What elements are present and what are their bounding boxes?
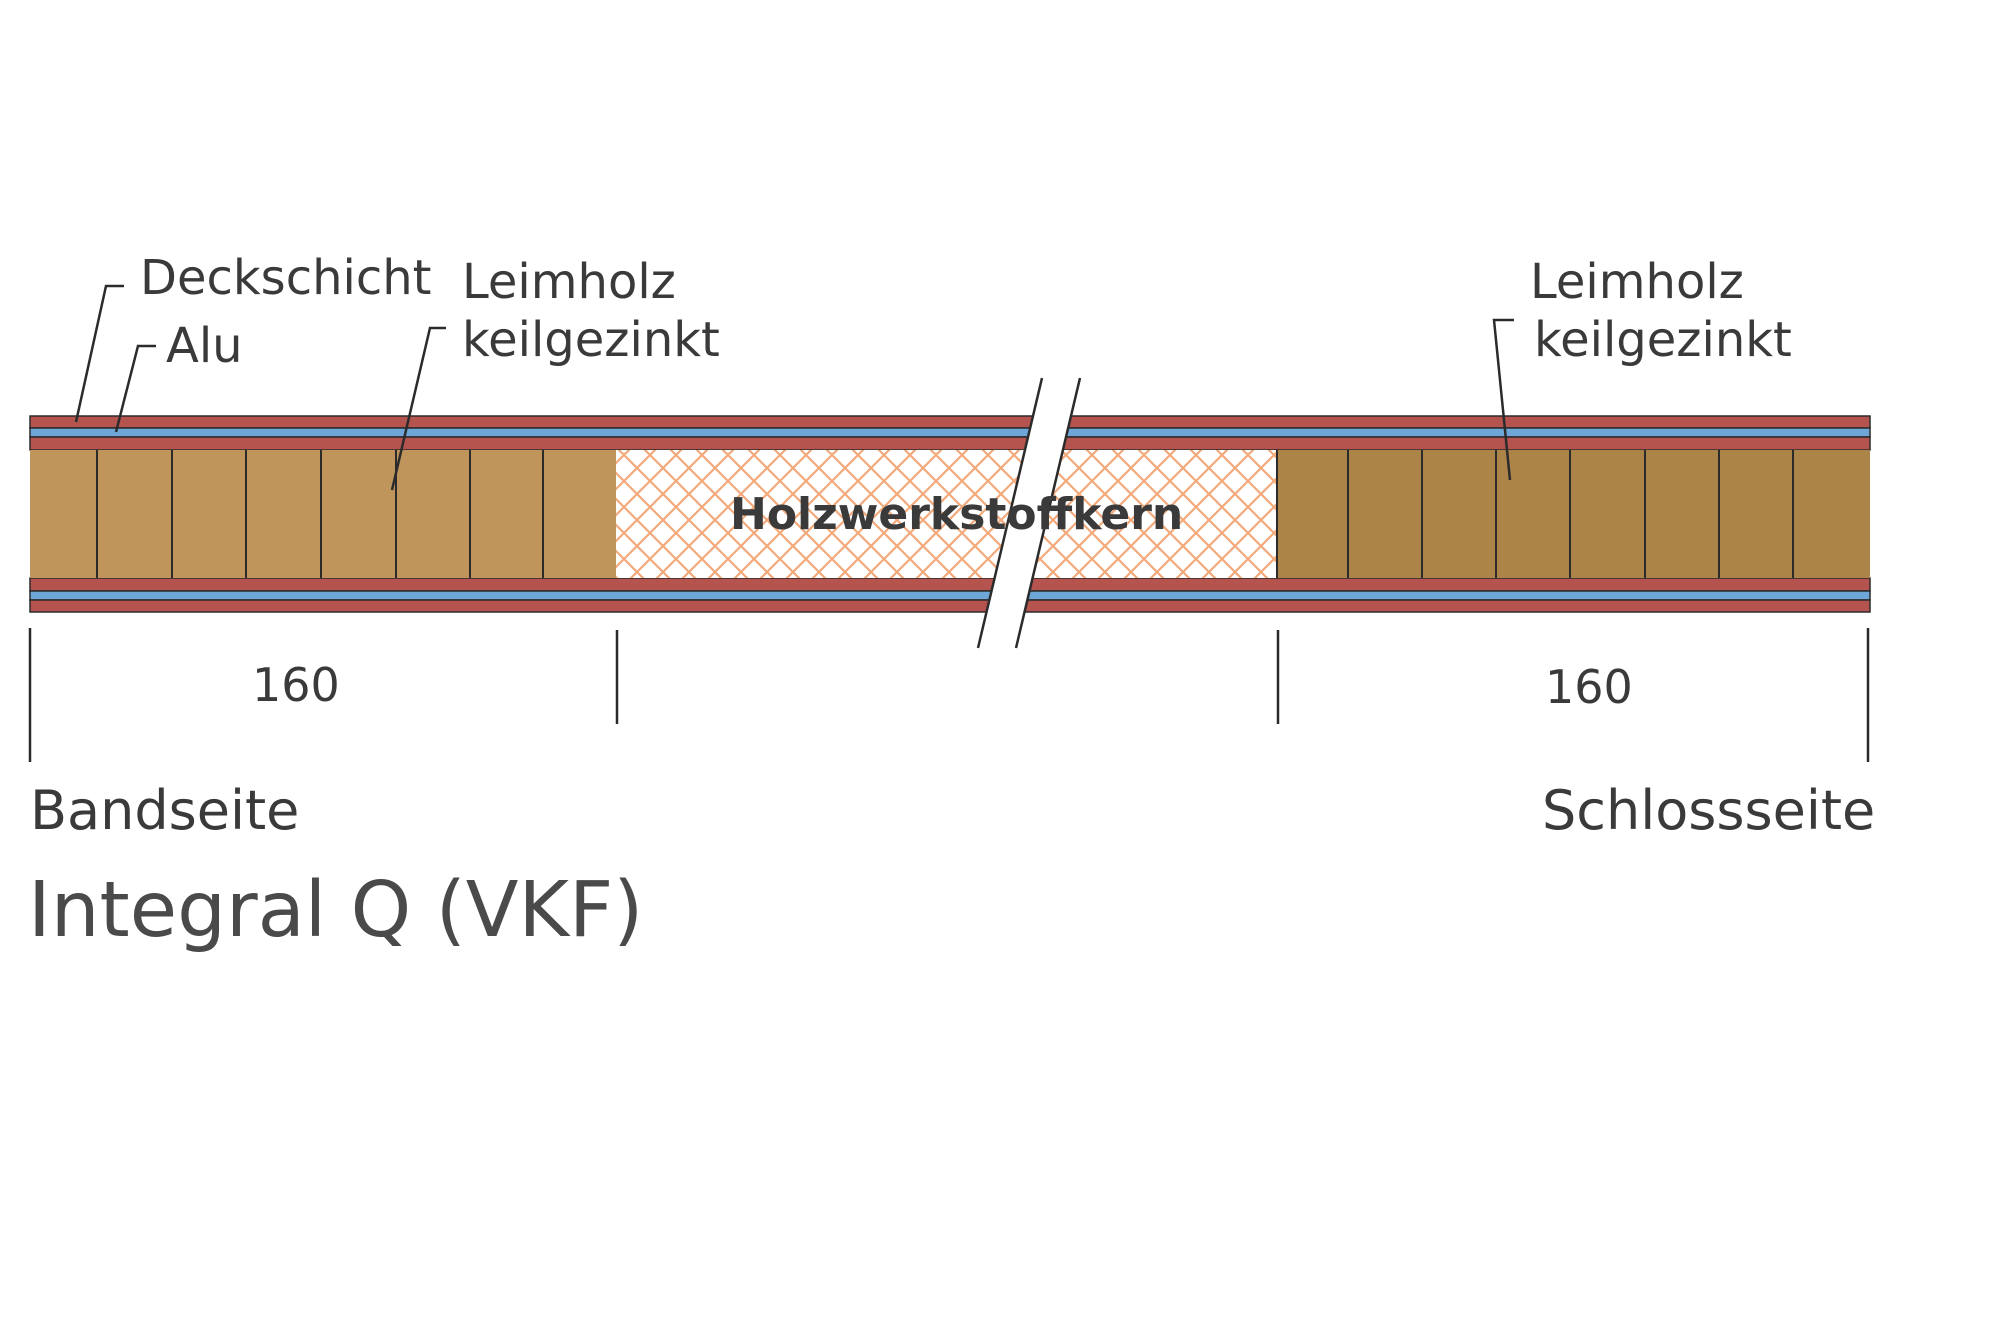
label-leimholz-right-line1: Leimholz [1530, 254, 1744, 310]
bottom-alu-layer [29, 590, 1871, 601]
top-alu-layer [29, 427, 1871, 438]
label-leimholz-left-line1: Leimholz [462, 254, 676, 310]
leader-leimholz-right [1492, 318, 1514, 481]
leimholz-left-block [30, 450, 616, 578]
bottom-skin [29, 577, 1871, 613]
bottom-deckschicht-outer [29, 599, 1871, 613]
diagram-title: Integral Q (VKF) [28, 866, 644, 955]
leader-deckschicht [74, 284, 124, 423]
callout-leaders [74, 284, 1514, 491]
break-symbol [976, 377, 1082, 649]
label-leimholz-right-line2: keilgezinkt [1534, 312, 1792, 368]
leader-alu [114, 344, 156, 433]
dimension-left-value: 160 [252, 658, 340, 712]
dimension-lines [28, 628, 1870, 762]
label-schlossseite: Schlossseite [1542, 779, 1876, 842]
top-deckschicht-inner [29, 436, 1871, 451]
label-alu: Alu [166, 318, 243, 374]
holzwerkstoffkern-core [616, 450, 1277, 578]
top-deckschicht-outer [29, 415, 1871, 429]
leader-leimholz-left [390, 326, 446, 491]
leimholz-right-block [1276, 450, 1870, 578]
top-skin [29, 415, 1871, 451]
label-holzwerkstoffkern: Holzwerkstoffkern [730, 489, 1184, 540]
bottom-deckschicht-inner [29, 577, 1871, 592]
label-bandseite: Bandseite [30, 779, 300, 842]
label-deckschicht: Deckschicht [140, 250, 432, 306]
dimension-right-value: 160 [1545, 660, 1633, 714]
label-leimholz-left-line2: keilgezinkt [462, 312, 720, 368]
